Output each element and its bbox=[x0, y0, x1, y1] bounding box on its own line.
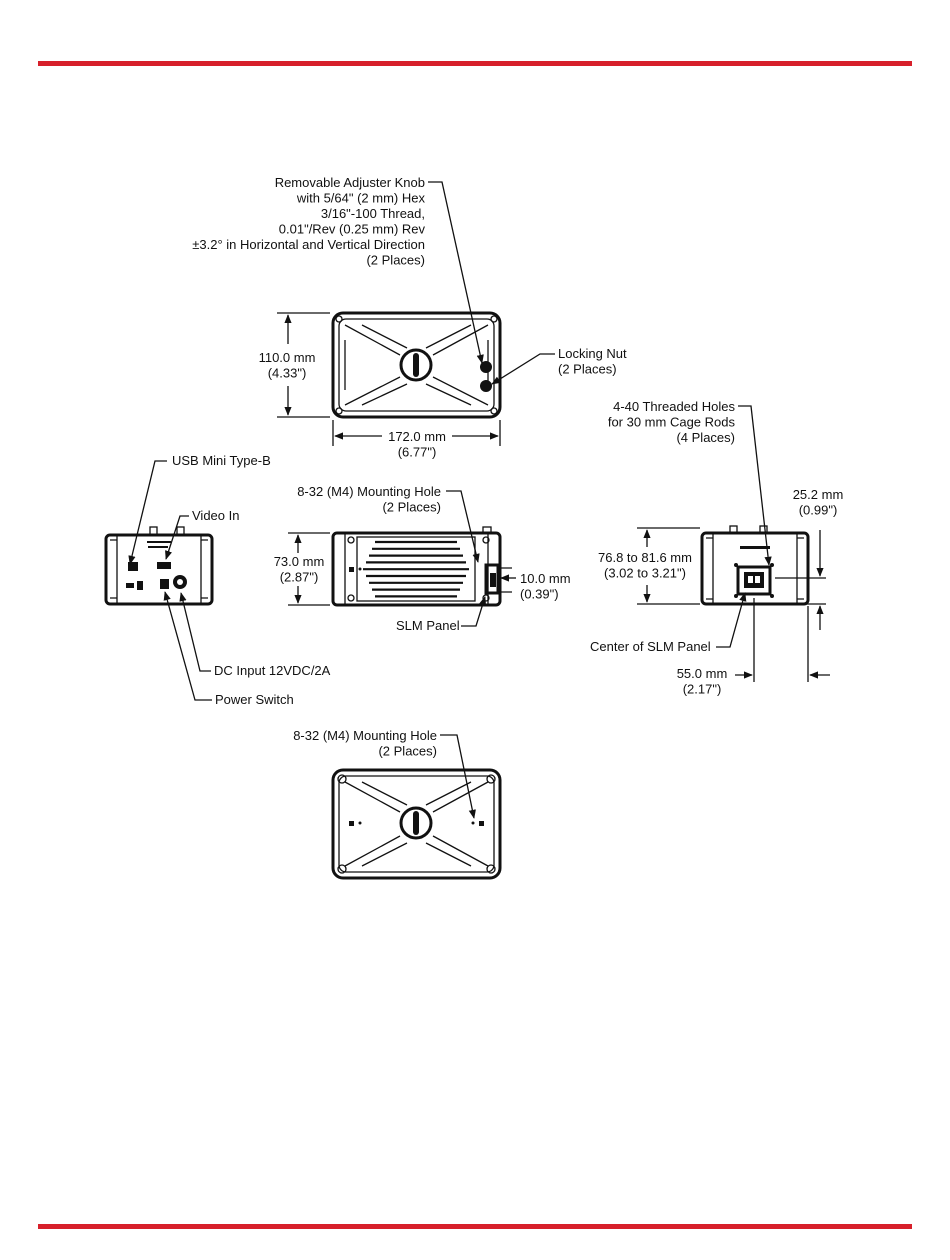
label-line: (4 Places) bbox=[676, 430, 735, 445]
label-line: 8-32 (M4) Mounting Hole bbox=[297, 484, 441, 499]
label-line: 0.01"/Rev (0.25 mm) Rev bbox=[279, 222, 426, 237]
center-slm-label: Center of SLM Panel bbox=[590, 639, 711, 654]
dim-offset-right: 25.2 mm(0.99") bbox=[775, 487, 843, 630]
panel-depth-label: 10.0 mm(0.39") bbox=[520, 571, 571, 602]
callout-locking-nut: Locking Nut(2 Places) bbox=[491, 346, 627, 385]
dim-width-top: 172.0 mm(6.77") bbox=[332, 420, 501, 460]
usb-label: USB Mini Type-B bbox=[172, 453, 271, 468]
front-view bbox=[700, 525, 810, 606]
label-line: 4-40 Threaded Holes bbox=[613, 399, 735, 414]
callout-video-in: Video In bbox=[165, 508, 239, 560]
offset-bottom-label: 55.0 mm(2.17") bbox=[677, 666, 728, 697]
dim-panel-depth: 10.0 mm(0.39") bbox=[498, 567, 571, 602]
label-line: Locking Nut bbox=[558, 346, 627, 361]
label-line: 110.0 mm bbox=[259, 350, 316, 365]
dim-height-top: 110.0 mm(4.33") bbox=[259, 312, 330, 418]
label-line: (0.99") bbox=[799, 503, 838, 518]
callout-dc-input: DC Input 12VDC/2A bbox=[179, 592, 331, 678]
label-line: ±3.2° in Horizontal and Vertical Directi… bbox=[192, 237, 425, 252]
label-line: Removable Adjuster Knob bbox=[275, 175, 425, 190]
dim-offset-bottom: 55.0 mm(2.17") bbox=[677, 598, 830, 697]
label-line: (2 Places) bbox=[366, 253, 425, 268]
vent-grille bbox=[363, 540, 469, 598]
label-line: 8-32 (M4) Mounting Hole bbox=[293, 728, 437, 743]
label-line: (2 Places) bbox=[558, 362, 617, 377]
label-line: (3.02 to 3.21") bbox=[604, 566, 686, 581]
label-line: for 30 mm Cage Rods bbox=[608, 415, 736, 430]
callout-mount-hole-bottom: 8-32 (M4) Mounting Hole(2 Places) bbox=[293, 728, 476, 819]
height-top-label: 110.0 mm(4.33") bbox=[259, 350, 316, 381]
offset-right-label: 25.2 mm(0.99") bbox=[793, 487, 844, 518]
side-view bbox=[331, 526, 502, 607]
left-end-view bbox=[104, 526, 214, 606]
bottom-red-rule bbox=[38, 1224, 912, 1229]
dim-height-front: 76.8 to 81.6 mm(3.02 to 3.21") bbox=[598, 527, 700, 605]
mount-hole-side-label: 8-32 (M4) Mounting Hole(2 Places) bbox=[297, 484, 441, 515]
label-line: (2.87") bbox=[280, 570, 319, 585]
callout-mount-hole-side: 8-32 (M4) Mounting Hole(2 Places) bbox=[297, 484, 480, 563]
label-line: (2 Places) bbox=[382, 500, 441, 515]
top-red-rule bbox=[38, 61, 912, 66]
dim-height-side: 73.0 mm(2.87") bbox=[274, 532, 330, 606]
locking-nut-label: Locking Nut(2 Places) bbox=[558, 346, 627, 377]
height-side-label: 73.0 mm(2.87") bbox=[274, 554, 325, 585]
label-line: 10.0 mm bbox=[520, 571, 571, 586]
label-line: (2 Places) bbox=[378, 744, 437, 759]
label-line: 55.0 mm bbox=[677, 666, 728, 681]
label-line: (0.39") bbox=[520, 587, 559, 602]
height-front-label: 76.8 to 81.6 mm(3.02 to 3.21") bbox=[598, 550, 692, 581]
label-line: 25.2 mm bbox=[793, 487, 844, 502]
dc-input-label: DC Input 12VDC/2A bbox=[214, 663, 331, 678]
slm-panel-label: SLM Panel bbox=[396, 618, 460, 633]
label-line: with 5/64" (2 mm) Hex bbox=[296, 191, 426, 206]
top-view bbox=[331, 311, 502, 419]
callout-center-slm: Center of SLM Panel bbox=[590, 592, 747, 654]
label-line: 73.0 mm bbox=[274, 554, 325, 569]
power-switch-label: Power Switch bbox=[215, 692, 294, 707]
label-line: (6.77") bbox=[398, 445, 437, 460]
callout-power-switch: Power Switch bbox=[163, 591, 294, 707]
label-line: 3/16"-100 Thread, bbox=[321, 206, 425, 221]
callout-slm-panel: SLM Panel bbox=[396, 596, 487, 633]
video-in-label: Video In bbox=[192, 508, 239, 523]
label-line: 172.0 mm bbox=[388, 429, 446, 444]
callout-usb: USB Mini Type-B bbox=[128, 453, 271, 565]
width-top-label: 172.0 mm(6.77") bbox=[388, 429, 446, 460]
bottom-view bbox=[331, 768, 502, 880]
label-line: 76.8 to 81.6 mm bbox=[598, 550, 692, 565]
label-line: (4.33") bbox=[268, 366, 307, 381]
mount-hole-bottom-label: 8-32 (M4) Mounting Hole(2 Places) bbox=[293, 728, 437, 759]
label-line: (2.17") bbox=[683, 682, 722, 697]
